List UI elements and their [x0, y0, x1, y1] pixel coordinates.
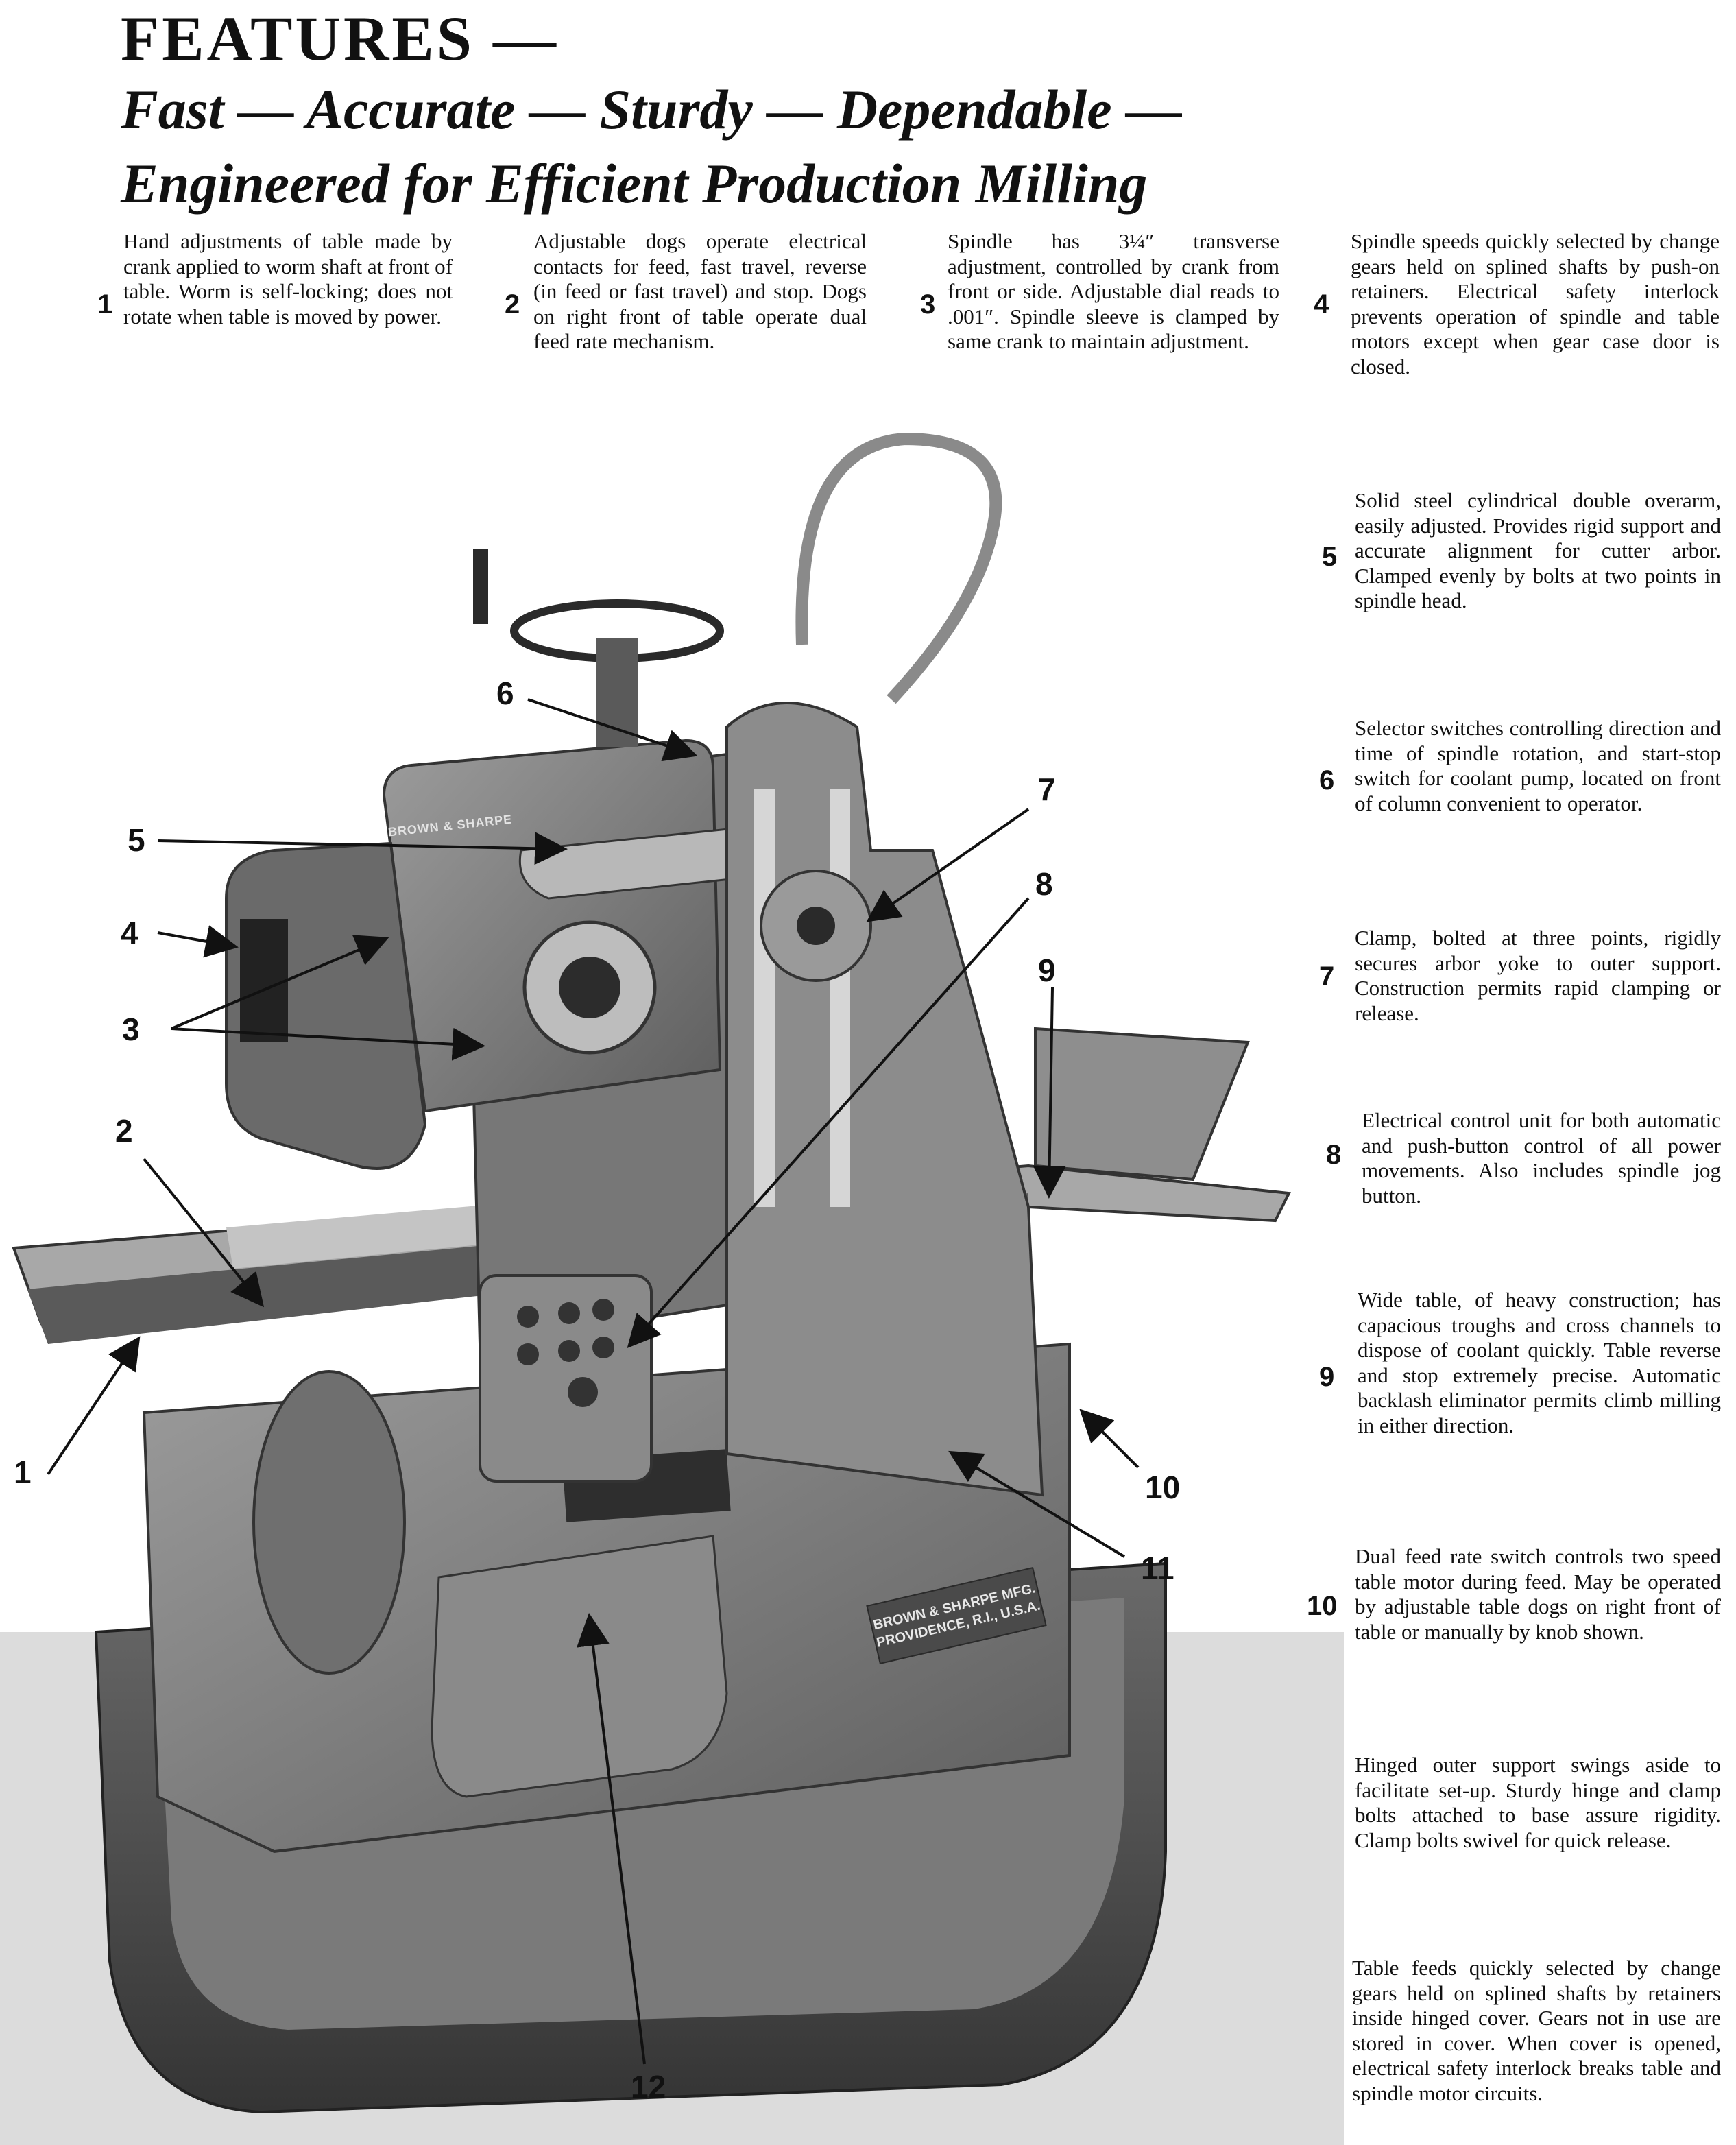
- arrow-5: [157, 832, 568, 865]
- feature-number: 1: [97, 289, 113, 320]
- feature-number: 6: [1319, 765, 1335, 795]
- callout-2: 2: [115, 1113, 133, 1149]
- feature-text: Selector switches controlling direction …: [1355, 716, 1721, 815]
- feature-text: Hinged outer support swings aside to fac…: [1355, 1753, 1721, 1852]
- callout-10: 10: [1145, 1470, 1181, 1505]
- feature-text: Spindle has 3¼″ transverse adjustment, c…: [948, 229, 1279, 353]
- callout-11: 11: [1141, 1550, 1174, 1586]
- feature-number: 2: [505, 289, 520, 320]
- feature-3: 3 Spindle has 3¼″ transverse adjustment,…: [920, 229, 1279, 355]
- arrow-12: [577, 1613, 646, 2065]
- arrow-4: [157, 925, 239, 958]
- callout-8: 8: [1035, 866, 1053, 902]
- feature-number: 9: [1319, 1362, 1335, 1392]
- callout-9: 9: [1038, 952, 1056, 988]
- feature-8: 8 Electrical control unit for both autom…: [1326, 1108, 1721, 1208]
- feature-12: 12 Table feeds quickly selected by chang…: [1304, 1956, 1721, 2106]
- feature-text: Electrical control unit for both automat…: [1362, 1108, 1721, 1208]
- callout-7: 7: [1038, 771, 1056, 807]
- arrow-9: [1033, 987, 1066, 1199]
- spindle-head: [382, 739, 722, 1113]
- arrow-1: [47, 1336, 141, 1476]
- callout-12: 12: [631, 2069, 666, 2105]
- headline: FEATURES — Fast — Accurate — Sturdy — De…: [121, 4, 1698, 221]
- feature-number: 8: [1326, 1140, 1342, 1170]
- feature-2: 2 Adjustable dogs operate electrical con…: [505, 229, 867, 355]
- arrow-10: [1079, 1409, 1140, 1469]
- feature-number: 4: [1314, 289, 1329, 320]
- feature-text: Clamp, bolted at three points, rigidly s…: [1355, 926, 1721, 1025]
- headline-line-2: Engineered for Efficient Production Mill…: [121, 152, 1148, 215]
- headline-line-1: Fast — Accurate — Sturdy — Dependable —: [121, 78, 1183, 141]
- arrow-7: [866, 808, 1030, 922]
- arrow-3a: [171, 935, 389, 1030]
- arrow-6: [527, 698, 698, 762]
- feature-number: 3: [920, 289, 936, 320]
- feature-6: 6 Selector switches controlling directio…: [1319, 716, 1721, 816]
- callout-3: 3: [122, 1011, 140, 1047]
- feature-text: Dual feed rate switch controls two speed…: [1355, 1544, 1721, 1644]
- arrow-8: [627, 897, 1030, 1348]
- table-motor: [252, 1370, 406, 1675]
- feature-5: 5 Solid steel cylindrical double overarm…: [1322, 488, 1721, 614]
- feature-text: Wide table, of heavy construction; has c…: [1358, 1288, 1721, 1437]
- feature-number: 7: [1319, 961, 1335, 992]
- feature-7: 7 Clamp, bolted at three points, rigidly…: [1319, 926, 1721, 1026]
- feature-text: Table feeds quickly selected by change g…: [1352, 1956, 1721, 2105]
- feature-9: 9 Wide table, of heavy construction; has…: [1319, 1288, 1721, 1438]
- callout-5: 5: [128, 822, 145, 858]
- feature-number: 10: [1307, 1591, 1338, 1621]
- callout-4: 4: [121, 915, 138, 951]
- headline-kicker: FEATURES —: [121, 3, 559, 73]
- chip-hopper: [1034, 1027, 1250, 1182]
- coolant-hose: [795, 432, 1002, 704]
- callout-6: 6: [496, 675, 514, 711]
- feature-text: Hand adjustments of table made by crank …: [123, 229, 453, 328]
- arrow-2: [143, 1158, 265, 1308]
- feature-1: 1 Hand adjustments of table made by cran…: [97, 229, 453, 329]
- feature-number: 5: [1322, 542, 1338, 572]
- feature-4: 4 Spindle speeds quickly selected by cha…: [1314, 229, 1720, 379]
- control-unit: [479, 1274, 653, 1483]
- arrow-11: [948, 1450, 1126, 1558]
- callout-1: 1: [14, 1454, 32, 1490]
- feature-text: Spindle speeds quickly selected by chang…: [1351, 229, 1720, 379]
- arrow-3b: [171, 1027, 485, 1061]
- feature-10: 10 Dual feed rate switch controls two sp…: [1307, 1544, 1721, 1644]
- feature-text: Solid steel cylindrical double overarm, …: [1355, 488, 1721, 612]
- machine-drawing: [0, 432, 1344, 2145]
- machine-illustration: BROWN & SHARPE BROWN & SHARPE MFG. PROVI…: [0, 411, 1736, 2145]
- feature-text: Adjustable dogs operate electrical conta…: [533, 229, 867, 353]
